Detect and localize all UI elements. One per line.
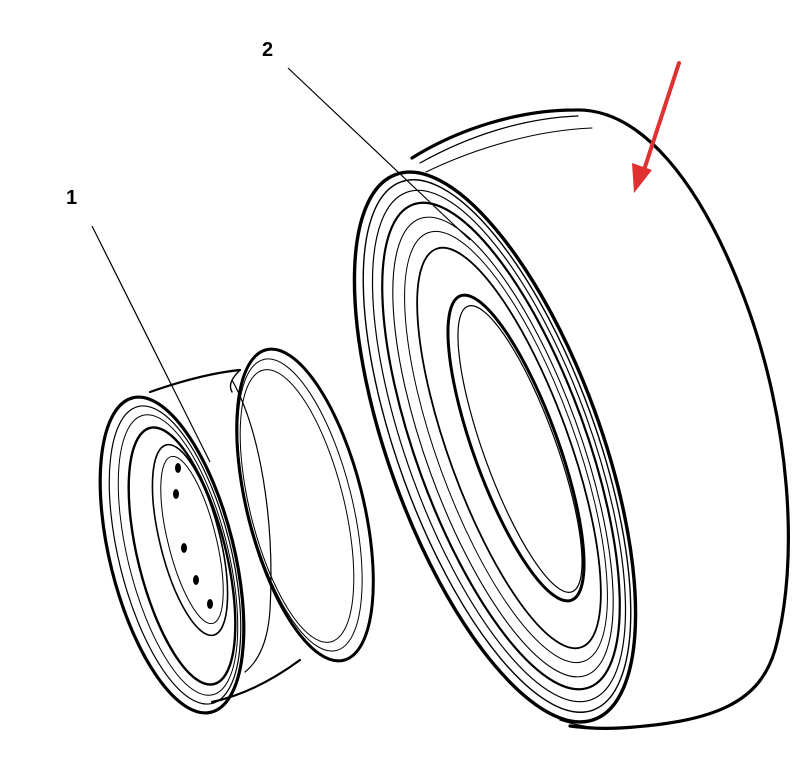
callout-label-1: 1 bbox=[66, 187, 78, 209]
wheel-rim bbox=[98, 347, 375, 715]
rim-bolt-holes bbox=[173, 463, 213, 609]
rim-disc bbox=[151, 443, 229, 637]
callout-label-2: 2 bbox=[262, 39, 274, 61]
leader-line-2 bbox=[287, 67, 471, 241]
red-arrow-icon bbox=[632, 61, 681, 193]
rim-back-flange bbox=[235, 347, 375, 663]
tire bbox=[352, 108, 790, 730]
tire-tread-outline bbox=[410, 108, 790, 730]
leader-line-1 bbox=[91, 225, 211, 463]
rim-front-flange bbox=[98, 395, 246, 715]
tire-sidewall-outer bbox=[352, 170, 638, 724]
tire-bore bbox=[446, 293, 586, 603]
